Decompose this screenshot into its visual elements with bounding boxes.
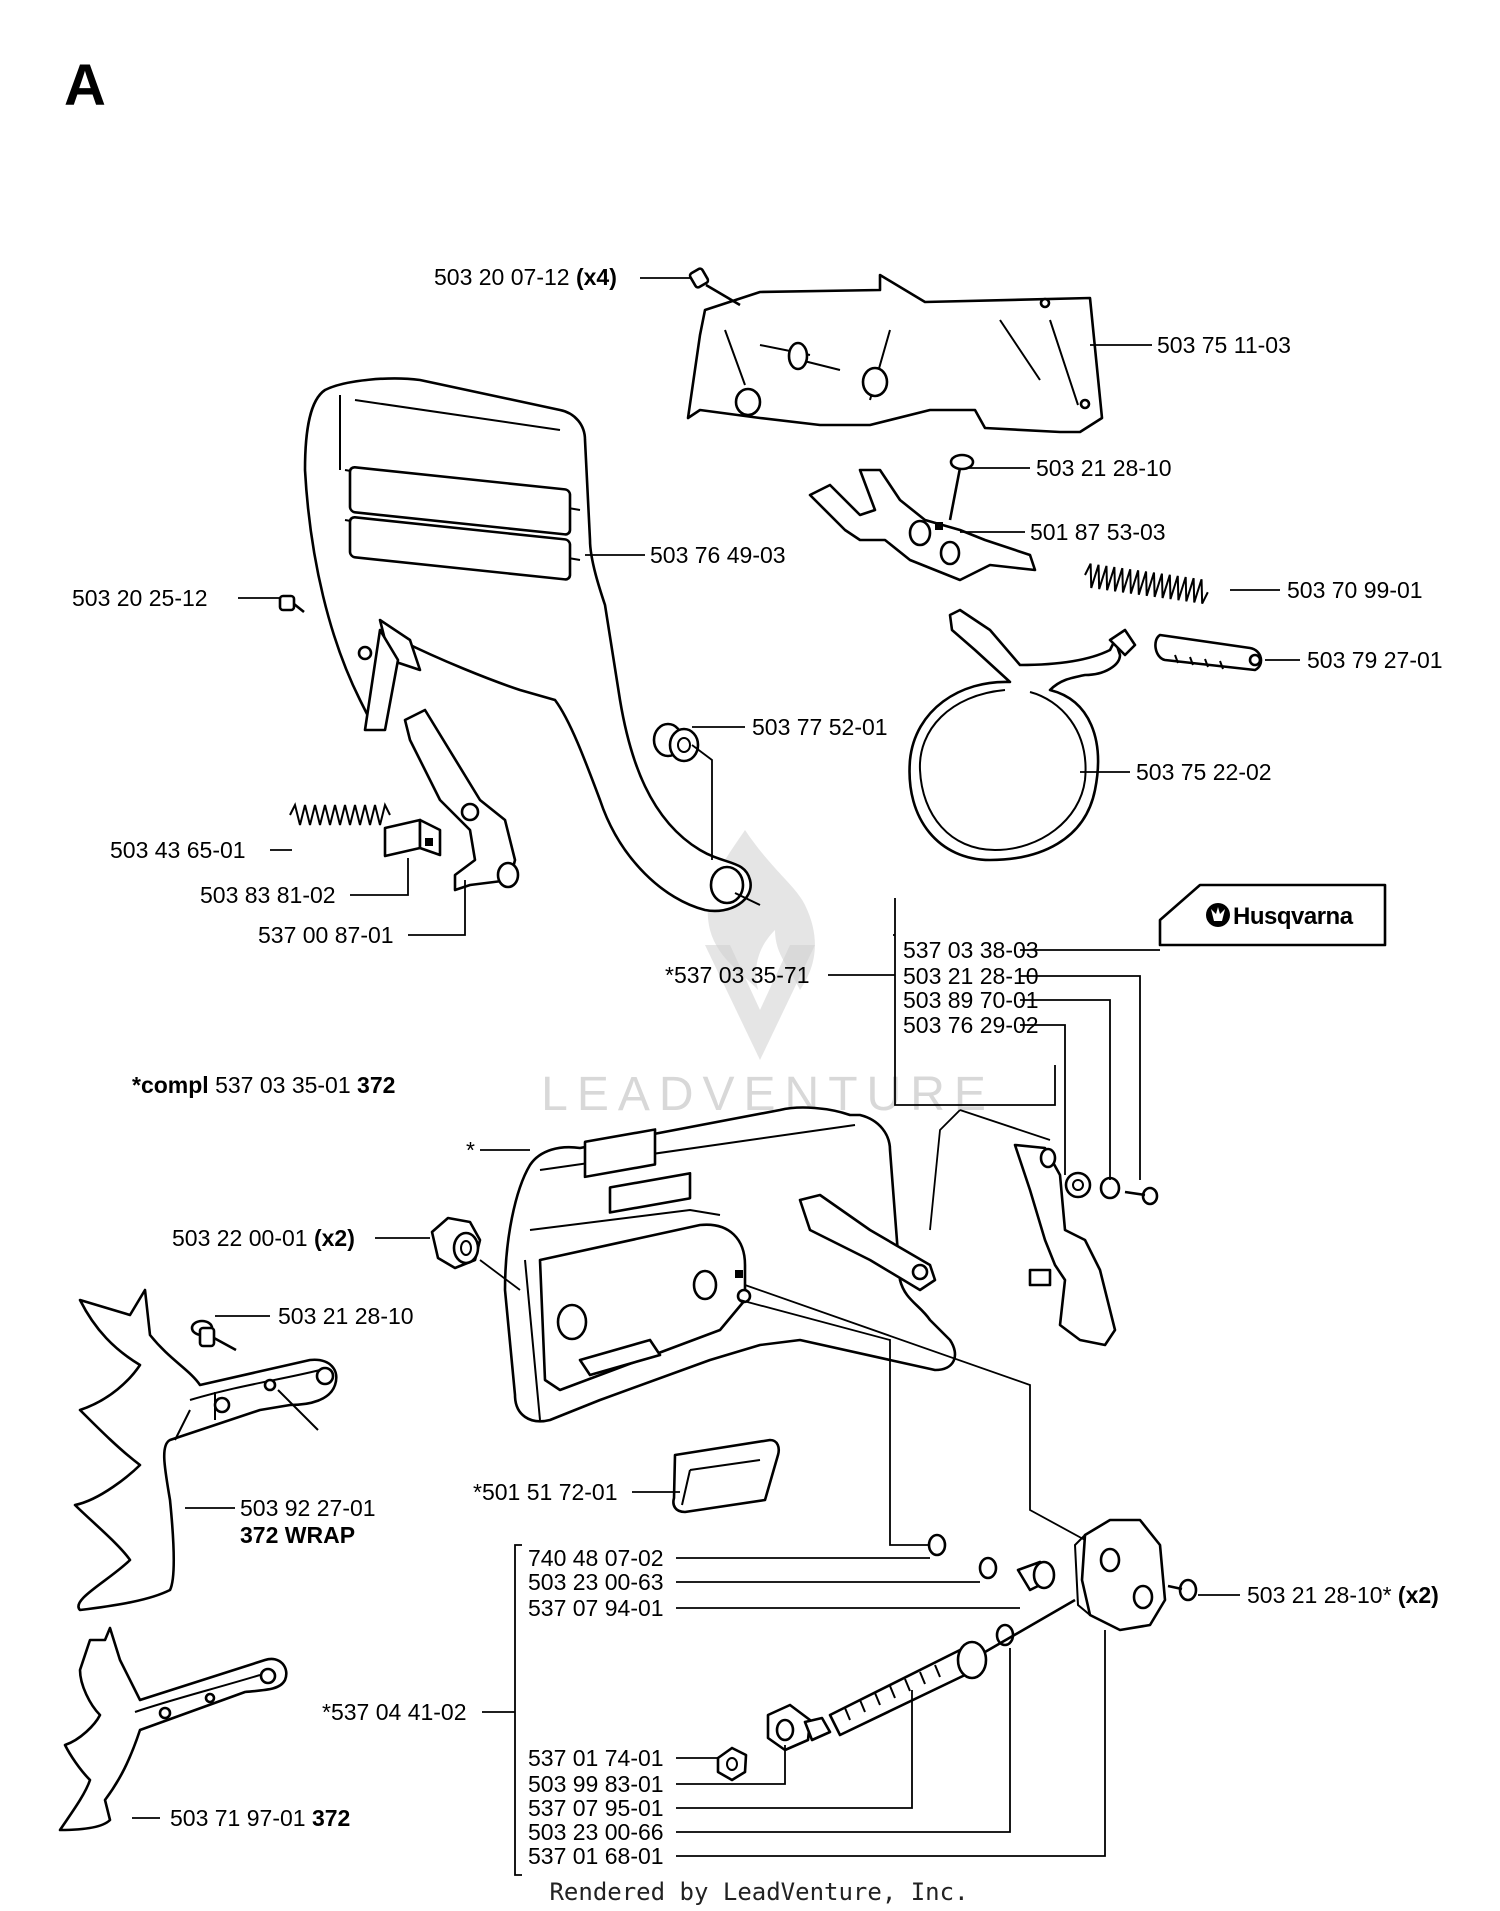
nut-503220001-part	[430, 1216, 482, 1270]
callout-537079401: 537 07 94-01	[528, 1595, 664, 1621]
callout-labels: 503 20 07-12 (x4) 503 75 11-03 503 21 28…	[72, 264, 1443, 1869]
tensioner-plate-503762902-part	[1013, 1143, 1117, 1347]
footer-credit: Rendered by LeadVenture, Inc.	[549, 1878, 968, 1906]
screw-503202512-part	[278, 594, 305, 614]
spring-503436501-part	[289, 802, 391, 826]
callout-537033803: 537 03 38-03	[903, 937, 1039, 963]
bushing-503775201-part	[652, 722, 700, 763]
clutch-cover-part	[503, 1106, 957, 1423]
section-letter: A	[64, 53, 106, 118]
callout-503897001: 503 89 70-01	[903, 987, 1039, 1013]
callout-503709901: 503 70 99-01	[1287, 577, 1423, 603]
callout-503212810-c: 503 21 28-10	[278, 1303, 414, 1329]
brake-band-503752202-part	[908, 608, 1137, 862]
washer-503230066-part	[995, 1623, 1015, 1647]
chain-catcher-wrap-503922701-part	[73, 1288, 338, 1612]
screw-503200712-part	[688, 267, 741, 307]
chain-catcher-503719701-part	[58, 1626, 288, 1832]
watermark-v-icon	[705, 945, 815, 1060]
bumper-501517201-part	[672, 1438, 781, 1514]
callout-503998301: 503 99 83-01	[528, 1771, 664, 1797]
callout-503220001: 503 22 00-01 (x2)	[172, 1225, 355, 1251]
callout-503230063: 503 23 00-63	[528, 1569, 664, 1595]
adjuster-hardware-part	[1064, 1171, 1159, 1206]
screw-503212810-c-part	[190, 1319, 237, 1352]
callout-503792701: 503 79 27-01	[1307, 647, 1443, 673]
washer-503230063-part	[978, 1556, 998, 1580]
lever-537008701-part	[403, 708, 520, 892]
husqvarna-crown-icon	[1206, 903, 1230, 927]
washer-740480702-part	[927, 1533, 947, 1557]
callout-501517201: *501 51 72-01	[473, 1479, 618, 1505]
callout-503922701-model: 372 WRAP	[240, 1522, 355, 1548]
callout-537016801: 537 01 68-01	[528, 1843, 664, 1869]
callout-503752202: 503 75 22-02	[1136, 759, 1272, 785]
brand-logo-text: Husqvarna	[1233, 903, 1354, 930]
callout-537017401: 537 01 74-01	[528, 1745, 664, 1771]
callout-501875303: 501 87 53-03	[1030, 519, 1166, 545]
spring-cover-503792701-part	[1154, 633, 1263, 672]
callout-503230066: 503 23 00-66	[528, 1819, 664, 1845]
nut-537017401-part	[716, 1746, 748, 1782]
adjust-screw-537079501-part	[828, 1598, 1076, 1737]
callout-503200712: 503 20 07-12 (x4)	[434, 264, 617, 290]
top-cover-part	[686, 273, 1104, 434]
brake-latch-501875303-part	[808, 468, 1037, 582]
screw-503212810-d-part	[1167, 1578, 1198, 1602]
front-hand-guard-part	[303, 377, 761, 913]
screw-503212810-a-part	[948, 453, 975, 521]
callout-537044102: *537 04 41-02	[322, 1699, 467, 1725]
callout-537033571: *537 03 35-71	[665, 962, 810, 988]
leader-lines	[132, 277, 1300, 1876]
callout-503436501: 503 43 65-01	[110, 837, 246, 863]
callout-star: *	[466, 1137, 475, 1163]
callout-503922701: 503 92 27-01	[240, 1495, 376, 1521]
callout-537008701: 537 00 87-01	[258, 922, 394, 948]
decal-537033803-part: Husqvarna	[1158, 883, 1387, 947]
callout-503212810-b: 503 21 28-10	[903, 963, 1039, 989]
callout-537079501: 537 07 95-01	[528, 1795, 664, 1821]
callout-503202512: 503 20 25-12	[72, 585, 208, 611]
spring-503709901-part	[1084, 563, 1209, 605]
callout-503719701: 503 71 97-01 372	[170, 1805, 350, 1831]
callout-503212810-a: 503 21 28-10	[1036, 455, 1172, 481]
callout-503762902: 503 76 29-02	[903, 1012, 1039, 1038]
callout-503751103: 503 75 11-03	[1157, 332, 1291, 358]
callout-compl-537033501: *compl 537 03 35-01 372	[132, 1072, 395, 1098]
callout-503838102: 503 83 81-02	[200, 882, 336, 908]
tensioner-cover-plate-part	[1073, 1518, 1167, 1632]
callout-503764903: 503 76 49-03	[650, 542, 786, 568]
block-503838102-part	[383, 818, 442, 858]
callout-503212810-d: 503 21 28-10* (x2)	[1247, 1582, 1439, 1608]
gear-537079401-part	[1016, 1560, 1056, 1592]
callout-740480702: 740 48 07-02	[528, 1545, 664, 1571]
callout-503775201: 503 77 52-01	[752, 714, 888, 740]
nut-503998301-part	[766, 1703, 832, 1752]
